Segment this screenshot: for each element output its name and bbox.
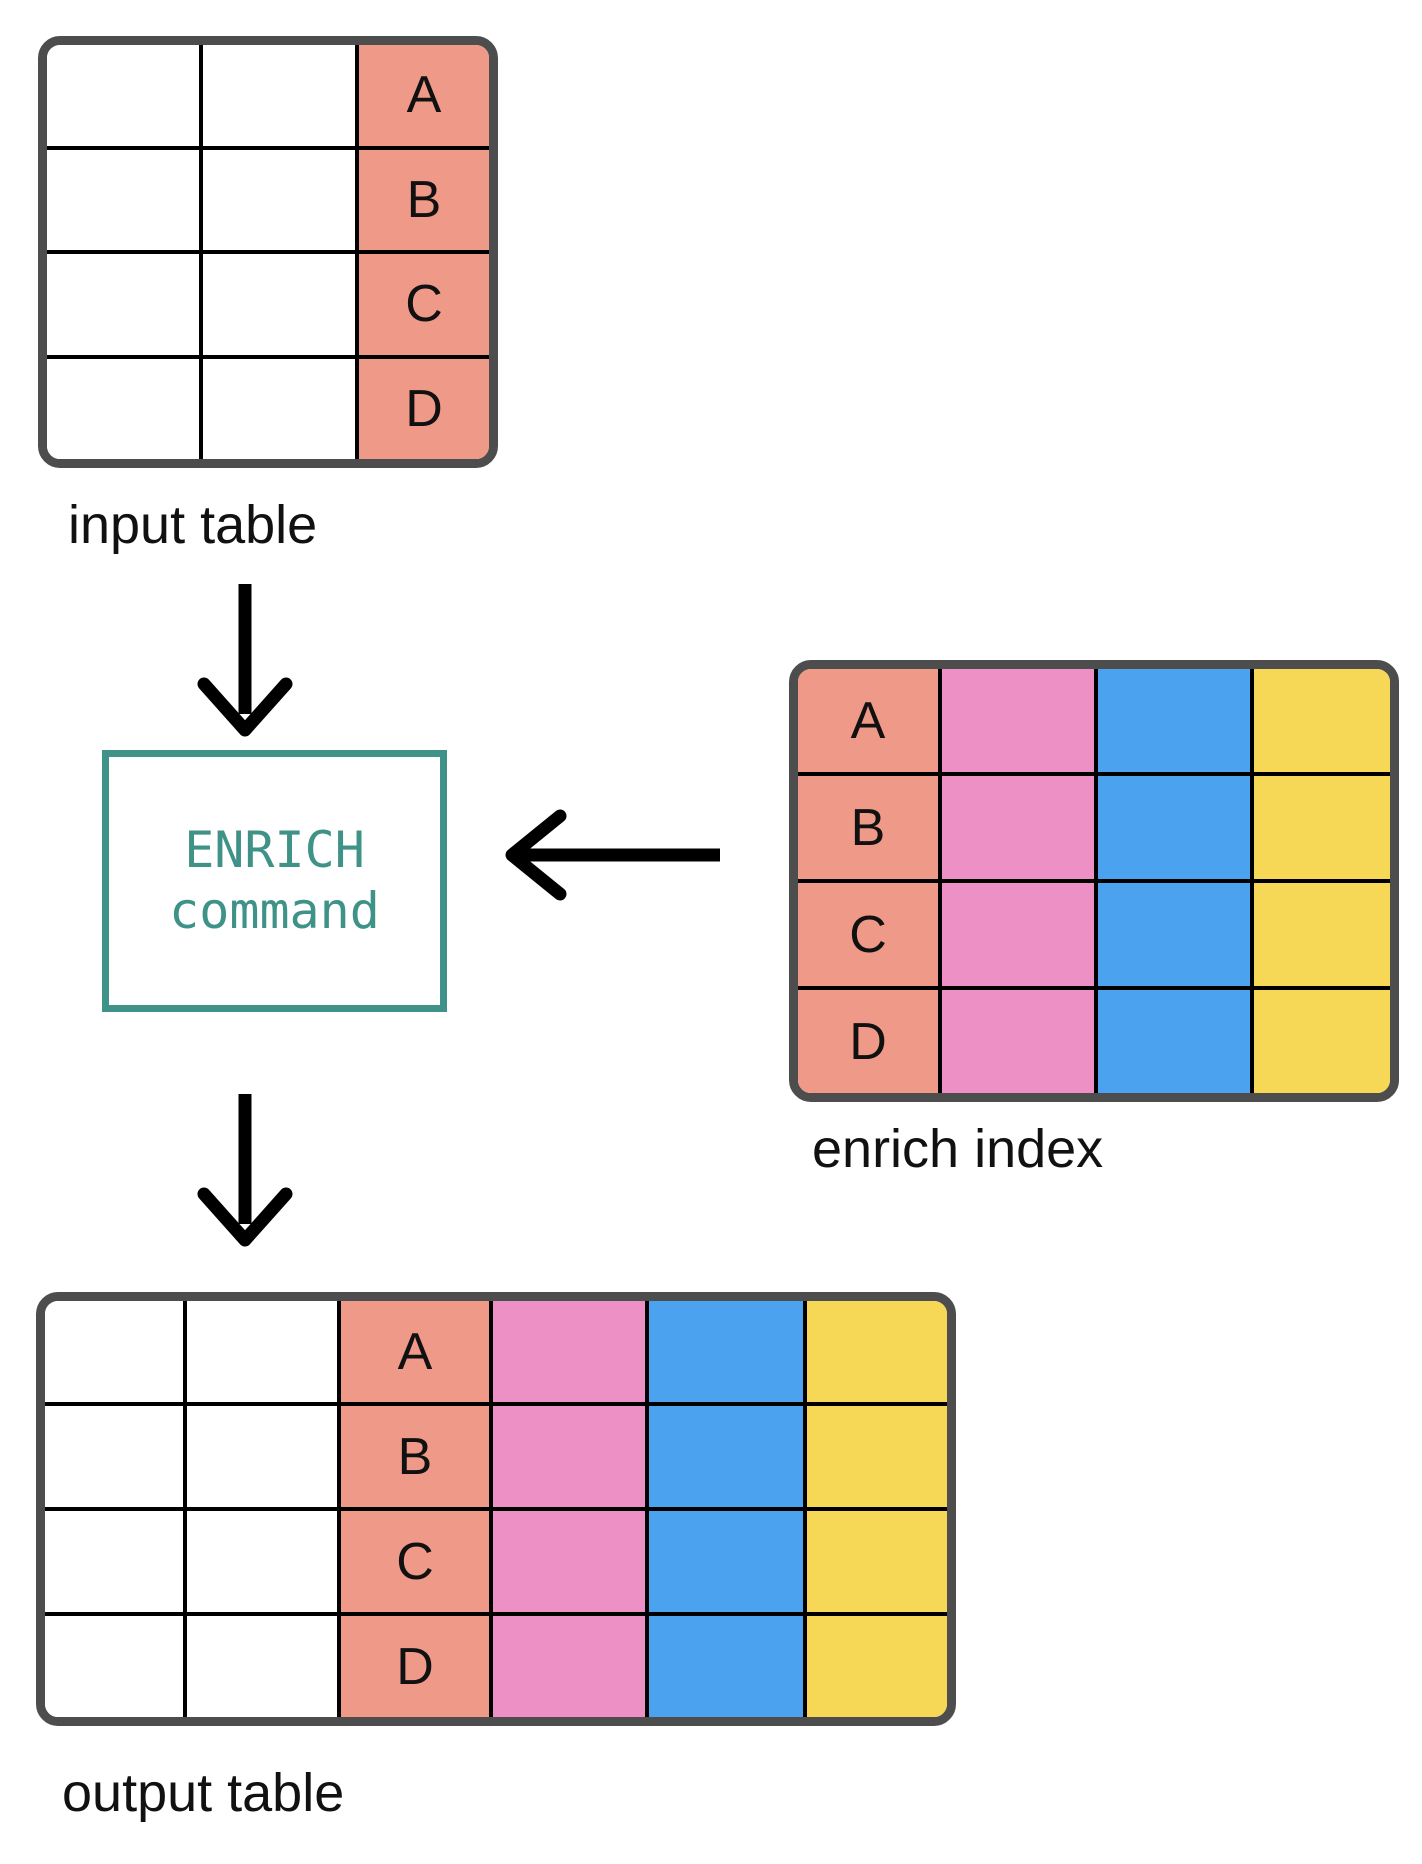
enrich-index-key-column: A B C D <box>798 669 942 1093</box>
table-cell <box>649 1406 803 1511</box>
table-cell <box>493 1301 645 1406</box>
table-cell <box>649 1301 803 1406</box>
table-cell-key: C <box>359 254 489 359</box>
table-cell <box>203 45 355 150</box>
output-table-column-2 <box>187 1301 341 1717</box>
output-table-column-5 <box>649 1301 807 1717</box>
enrich-index-caption: enrich index <box>812 1119 1104 1179</box>
table-cell-key: B <box>341 1406 489 1511</box>
enrich-command-box[interactable]: ENRICH command <box>102 750 447 1012</box>
arrow-command-to-output <box>170 1090 320 1250</box>
table-cell <box>1098 990 1250 1093</box>
output-table-key-column: A B C D <box>341 1301 493 1717</box>
table-cell <box>47 45 199 150</box>
input-table-column-2 <box>203 45 359 459</box>
table-cell <box>45 1406 183 1511</box>
table-cell-key: D <box>396 1637 434 1696</box>
table-cell <box>187 1616 337 1717</box>
arrow-index-to-command <box>498 800 728 910</box>
enrich-index-column-2 <box>942 669 1098 1093</box>
table-cell-key: A <box>798 669 938 776</box>
table-cell <box>47 254 199 359</box>
table-cell <box>942 669 1094 776</box>
table-cell <box>45 1511 183 1616</box>
table-cell <box>1098 669 1250 776</box>
enrich-command-line-1: ENRICH <box>184 821 365 879</box>
output-table: A B C D <box>36 1292 956 1726</box>
output-table-caption: output table <box>62 1763 345 1823</box>
table-cell <box>807 1406 947 1511</box>
table-cell <box>942 776 1094 883</box>
table-cell <box>187 1301 337 1406</box>
enrich-index-column-4 <box>1254 669 1390 1093</box>
table-cell-key: A <box>359 45 489 150</box>
table-cell <box>807 1616 947 1717</box>
table-cell <box>942 990 1094 1093</box>
table-cell <box>1254 990 1390 1093</box>
arrow-input-to-command <box>170 580 320 740</box>
table-cell <box>203 254 355 359</box>
table-cell <box>187 1406 337 1511</box>
table-cell-key: B <box>359 150 489 254</box>
table-cell <box>807 1511 947 1616</box>
table-cell <box>649 1616 803 1717</box>
table-cell-key: A <box>341 1301 489 1406</box>
table-cell <box>47 150 199 254</box>
table-cell-key: D <box>849 1012 887 1071</box>
table-cell-key: C <box>798 883 938 990</box>
enrich-index-table: A B C D <box>789 660 1399 1102</box>
input-table-key-column: A B C D <box>359 45 489 459</box>
table-cell <box>203 359 355 460</box>
table-cell-key: D <box>405 379 443 438</box>
table-cell-key: C <box>341 1511 489 1616</box>
output-table-column-1 <box>45 1301 187 1717</box>
table-cell <box>1098 776 1250 883</box>
table-cell <box>45 1616 183 1717</box>
table-cell <box>1254 669 1390 776</box>
input-table-column-1 <box>47 45 203 459</box>
input-table: A B C D <box>38 36 498 468</box>
table-cell <box>1098 883 1250 990</box>
table-cell-key: B <box>798 776 938 883</box>
table-cell <box>493 1406 645 1511</box>
table-cell <box>45 1301 183 1406</box>
table-cell <box>47 359 199 460</box>
input-table-caption: input table <box>68 495 318 555</box>
table-cell <box>1254 776 1390 883</box>
table-cell <box>203 150 355 254</box>
output-table-column-6 <box>807 1301 947 1717</box>
table-cell <box>493 1616 645 1717</box>
table-cell <box>493 1511 645 1616</box>
enrich-command-line-2: command <box>169 882 380 940</box>
table-cell <box>807 1301 947 1406</box>
output-table-column-4 <box>493 1301 649 1717</box>
table-cell <box>187 1511 337 1616</box>
table-cell <box>649 1511 803 1616</box>
table-cell <box>1254 883 1390 990</box>
enrich-index-column-3 <box>1098 669 1254 1093</box>
table-cell <box>942 883 1094 990</box>
